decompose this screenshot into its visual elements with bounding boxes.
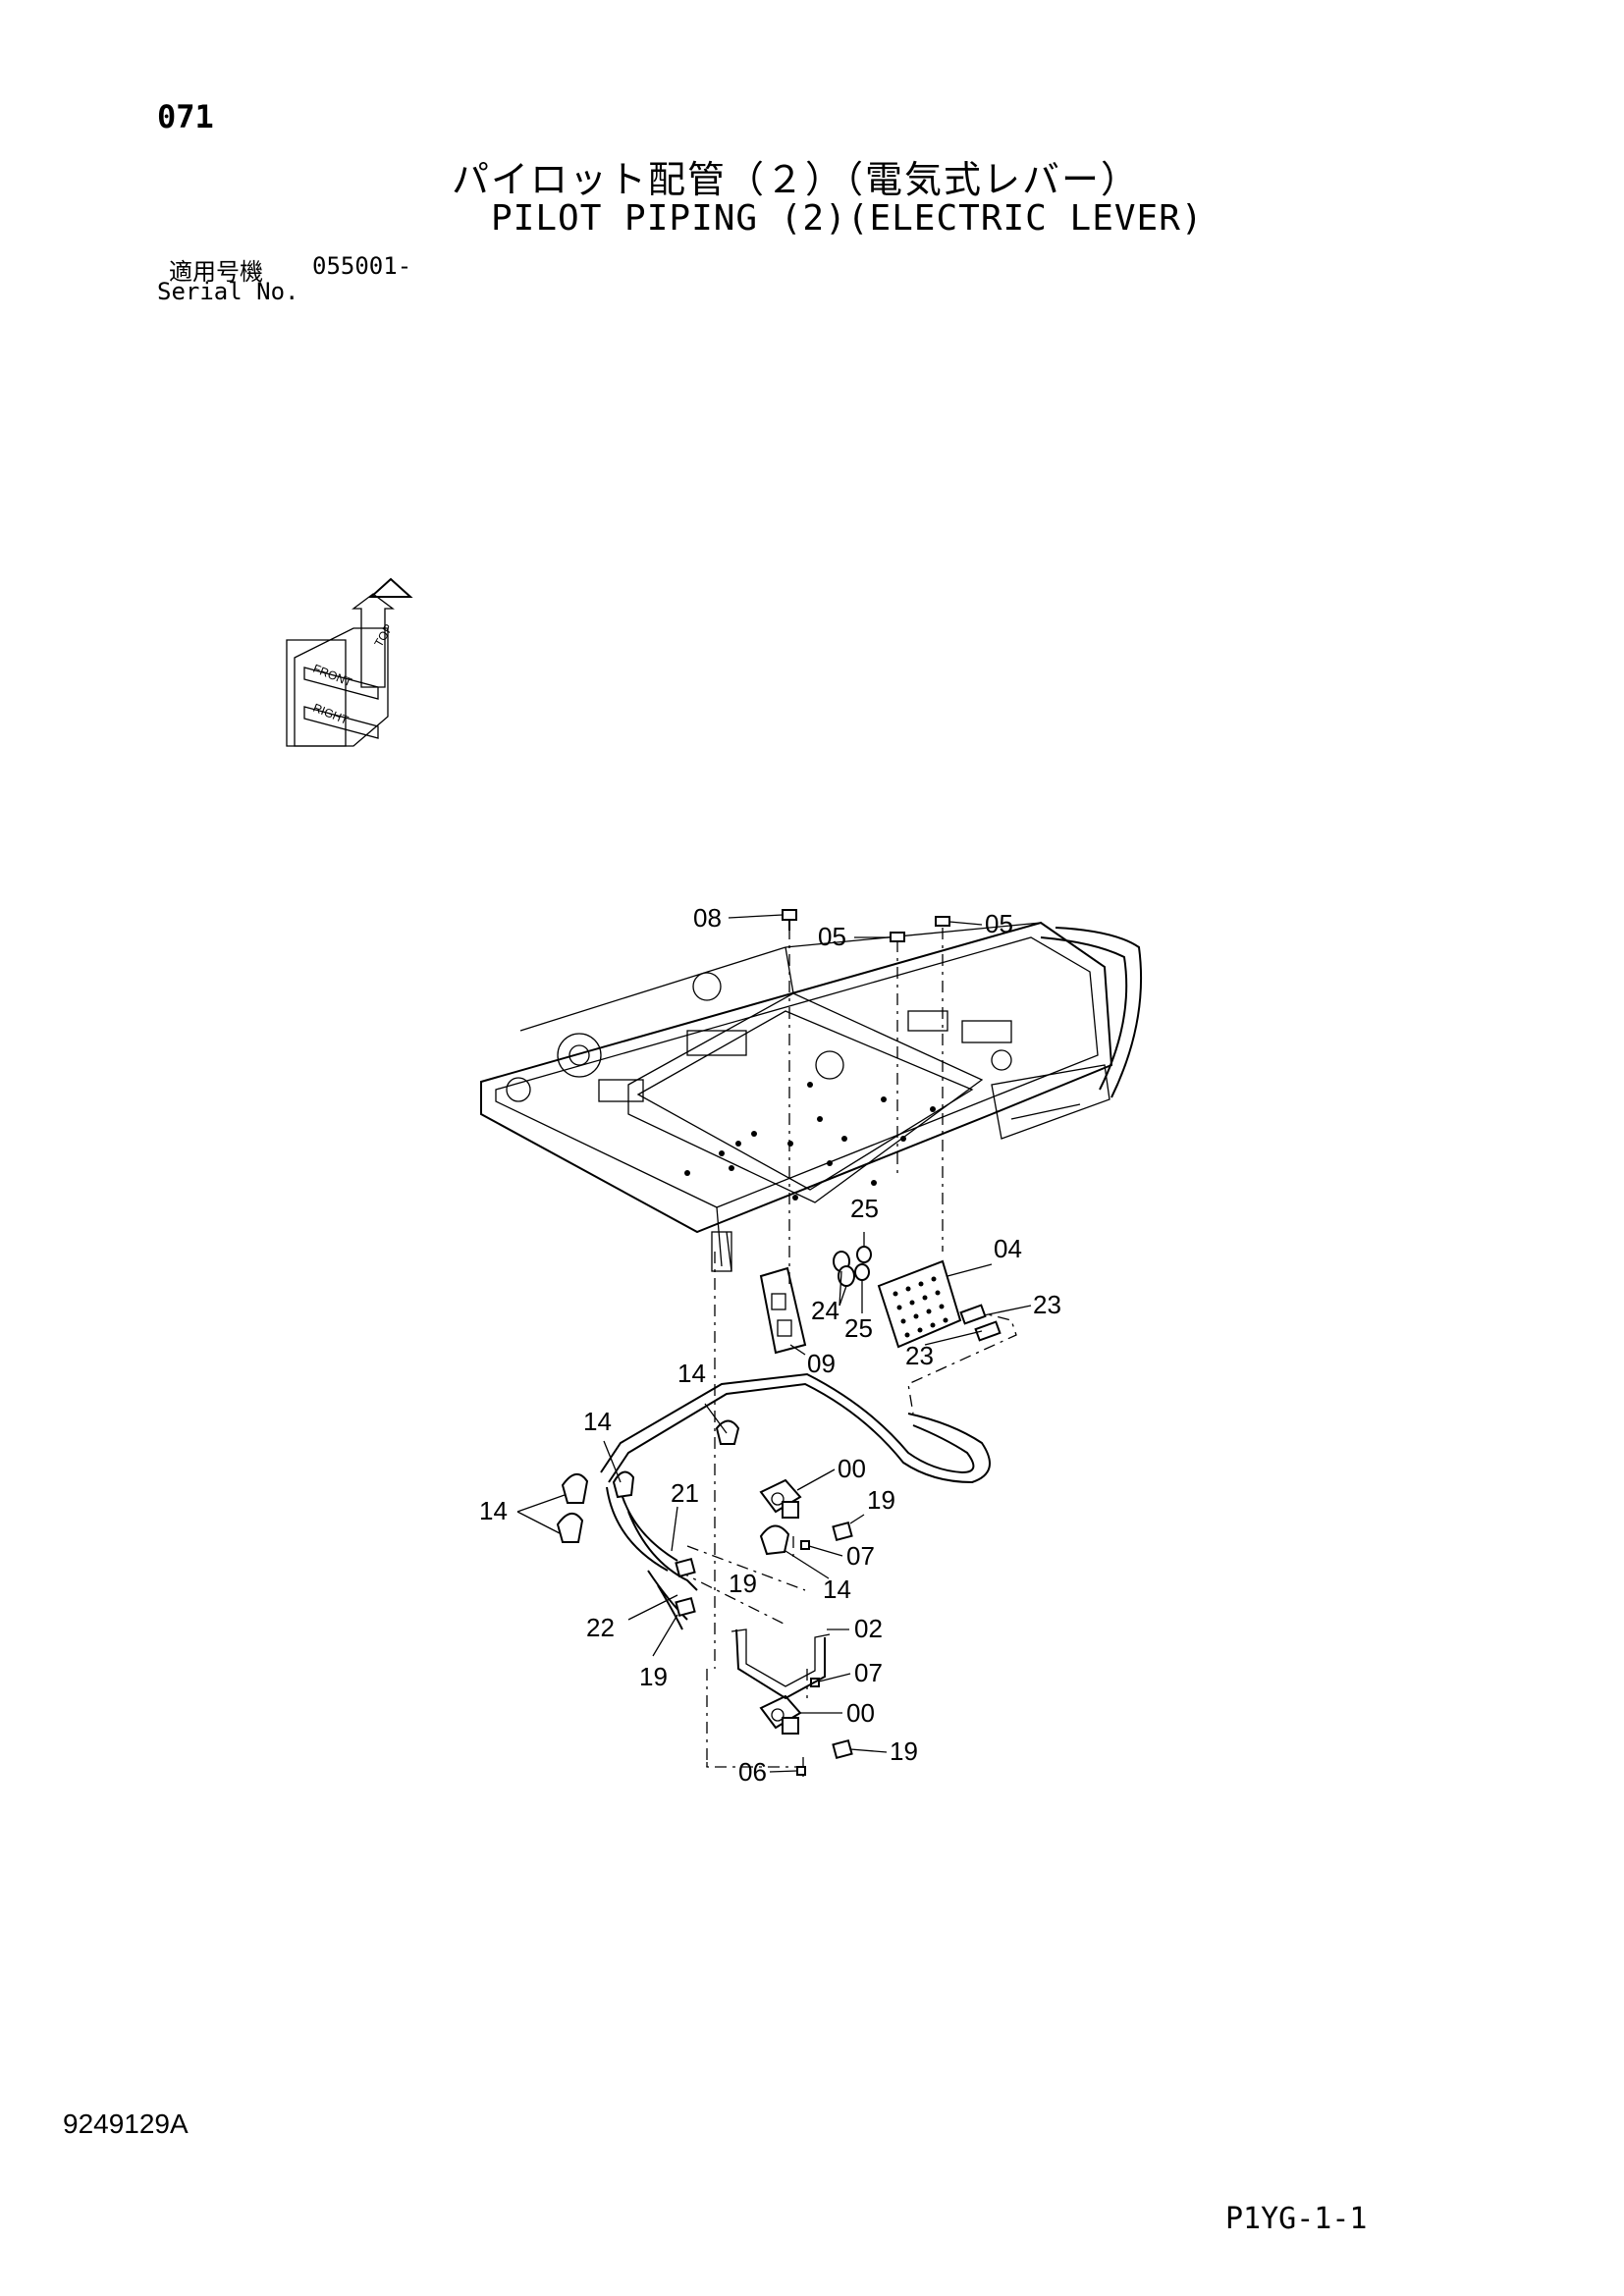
bracket-02 xyxy=(731,1629,831,1700)
orientation-label-front: FRONT xyxy=(311,662,354,690)
fitting-24 xyxy=(833,1251,855,1287)
bolt-05b xyxy=(935,916,950,927)
pilot-hose xyxy=(600,1372,991,1630)
bolt-05a xyxy=(890,932,905,942)
callout-23a: 23 xyxy=(1033,1290,1061,1319)
orientation-label-top: TOP xyxy=(371,621,395,649)
callout-19d: 19 xyxy=(890,1736,918,1766)
orientation-label-right: RIGHT xyxy=(311,701,351,727)
page-number: 071 xyxy=(157,98,214,135)
callout-14d: 14 xyxy=(823,1575,851,1604)
document-code: 9249129A xyxy=(63,2109,189,2139)
clamp-14d xyxy=(759,1524,790,1556)
callout-06: 06 xyxy=(738,1757,767,1787)
serial-label-english: Serial No. xyxy=(157,278,299,305)
orientation-indicator: TOP FRONT RIGHT xyxy=(286,577,413,747)
callout-05a: 05 xyxy=(818,922,846,951)
callout-24: 24 xyxy=(811,1296,839,1325)
page-code: P1YG-1-1 xyxy=(1225,2202,1368,2236)
bolt-07a xyxy=(800,1540,810,1550)
callout-02: 02 xyxy=(854,1614,883,1643)
title-japanese: パイロット配管（２）（電気式レバー） xyxy=(452,158,1141,201)
valve-block-00b xyxy=(759,1694,802,1735)
callout-23b: 23 xyxy=(905,1341,934,1370)
assembly-center-lines xyxy=(677,928,1017,1777)
fitting-23 xyxy=(959,1304,1001,1342)
callout-00a: 00 xyxy=(838,1454,866,1483)
serial-label-japanese: 適用号機 xyxy=(169,258,263,286)
bolt-08 xyxy=(782,909,797,931)
callout-00b: 00 xyxy=(846,1698,875,1728)
bracket-09 xyxy=(759,1266,807,1355)
callout-19b: 19 xyxy=(729,1569,757,1598)
callout-14a: 14 xyxy=(677,1359,706,1388)
callout-leaders xyxy=(516,914,1032,1773)
callout-25b: 25 xyxy=(844,1313,873,1343)
callout-04: 04 xyxy=(994,1234,1022,1263)
plate-04 xyxy=(877,1259,962,1349)
callout-14b: 14 xyxy=(583,1407,612,1436)
callout-22: 22 xyxy=(586,1613,615,1642)
serial-value: 055001- xyxy=(312,252,412,280)
valve-block-00a xyxy=(759,1478,802,1519)
callout-21: 21 xyxy=(671,1478,699,1508)
callout-14c: 14 xyxy=(479,1496,508,1525)
callout-09: 09 xyxy=(807,1349,836,1378)
connector-19 xyxy=(675,1521,853,1760)
cab-floor-frame xyxy=(480,921,1143,1272)
bolt-06 xyxy=(796,1766,806,1776)
clamp-14c xyxy=(556,1473,589,1543)
callout-25a: 25 xyxy=(850,1194,879,1223)
callout-19c: 19 xyxy=(639,1662,668,1691)
callout-05b: 05 xyxy=(985,909,1013,938)
title-english: PILOT PIPING (2)(ELECTRIC LEVER) xyxy=(491,198,1204,239)
callout-19a: 19 xyxy=(867,1485,895,1515)
arrow-up-icon xyxy=(368,577,413,598)
callout-07b: 07 xyxy=(854,1658,883,1687)
callout-08: 08 xyxy=(693,903,722,933)
clamp-14b xyxy=(612,1470,635,1499)
callout-07a: 07 xyxy=(846,1541,875,1571)
fitting-25 xyxy=(854,1246,872,1281)
